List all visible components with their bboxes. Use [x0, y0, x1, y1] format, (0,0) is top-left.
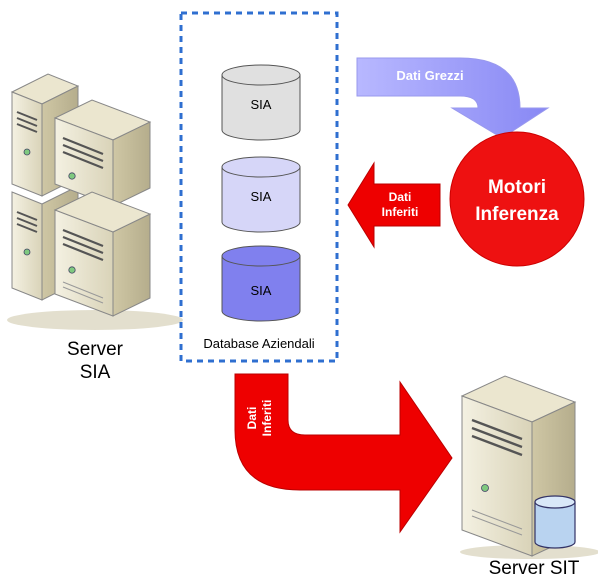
inference-engine-line2: Inferenza [475, 204, 559, 225]
inferred-data-arrow-left: Dati Inferiti [347, 161, 441, 249]
server-sit-caption: Server SIT [488, 558, 580, 579]
database-container-label: Database Aziendali [203, 336, 314, 351]
cylinder-label-3: SIA [251, 283, 272, 298]
server-sia-line2: SIA [79, 362, 111, 383]
server-sit-database-icon [534, 495, 576, 549]
inferred-left-line1: Dati [389, 190, 412, 204]
server-sit-icon [460, 375, 598, 559]
server-sia-line1: Server [67, 339, 123, 360]
inferred-down-line2: Inferiti [260, 400, 274, 437]
server-unit-3 [53, 99, 152, 207]
database-cylinder-2: SIA [221, 156, 301, 233]
raw-data-arrow: Dati Grezzi [356, 57, 550, 139]
server-sia-caption: Server SIA [40, 338, 150, 384]
inferred-left-line2: Inferiti [382, 205, 419, 219]
cylinder-label-1: SIA [251, 97, 272, 112]
inference-engine: Motori Inferenza [449, 131, 585, 267]
raw-data-label: Dati Grezzi [396, 68, 463, 83]
server-unit-4 [53, 191, 152, 317]
inferred-down-line1: Dati [245, 407, 259, 430]
database-cylinder-1: SIA [221, 64, 301, 141]
inference-engine-line1: Motori [488, 177, 546, 198]
database-container [179, 11, 339, 363]
inferred-data-arrow-down: Dati Inferiti [234, 373, 453, 534]
server-sia-icon [7, 73, 183, 330]
database-cylinder-3: SIA [221, 245, 301, 322]
cylinder-label-2: SIA [251, 189, 272, 204]
